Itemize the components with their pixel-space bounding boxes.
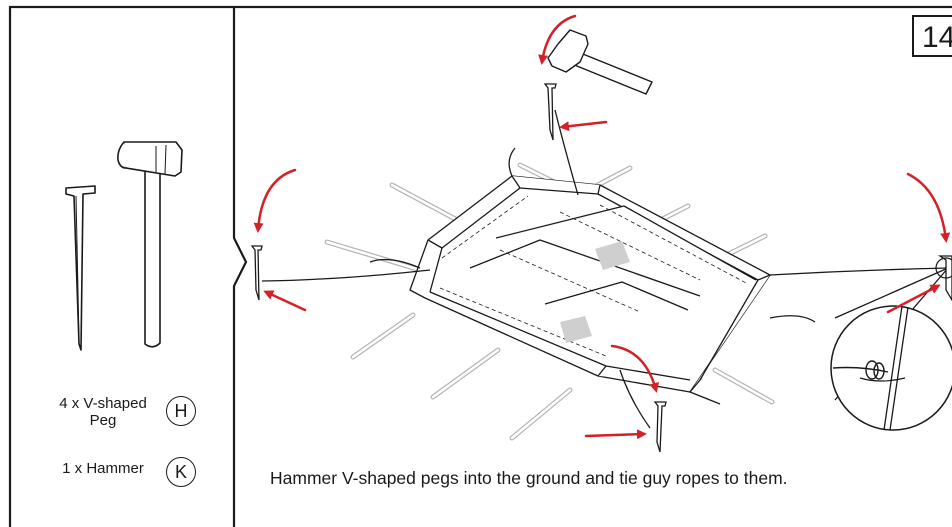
peg-top [543, 83, 557, 141]
part-letter-badge-k: K [166, 457, 196, 487]
peg-part-label: 4 x V-shaped Peg [59, 395, 147, 429]
pointer-arrows [263, 120, 941, 440]
tent-body [409, 175, 771, 393]
tent-logo-marks [560, 241, 630, 343]
knot-detail-zoom [830, 257, 952, 431]
hammer-in-scene-icon [547, 29, 653, 95]
v-peg-icon [65, 185, 96, 351]
peg-left [250, 245, 263, 301]
motion-arrows [253, 14, 951, 393]
parts-panel [65, 141, 183, 351]
peg-bottom [653, 401, 667, 453]
hammer-icon [117, 141, 183, 348]
step-number: 14 [912, 15, 952, 57]
instruction-caption: Hammer V-shaped pegs into the ground and… [270, 468, 788, 488]
hammer-part-label: 1 x Hammer [62, 460, 144, 477]
part-letter-badge-h: H [166, 396, 196, 426]
